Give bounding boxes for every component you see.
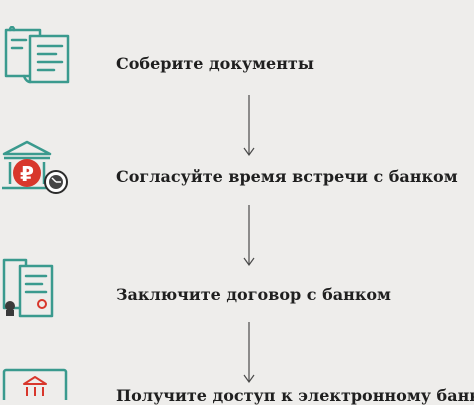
online-bank-icon xyxy=(2,368,68,400)
arrow-down-icon xyxy=(243,95,255,157)
bank-clock-icon: ₽ xyxy=(2,140,68,194)
ruble-glyph: ₽ xyxy=(20,162,34,186)
step-1-label: Соберите документы xyxy=(116,54,314,73)
contract-stamp-icon xyxy=(2,258,54,318)
step-3-label: Заключите договор с банком xyxy=(116,285,391,304)
step-2-label: Согласуйте время встречи с банком xyxy=(116,167,458,186)
step-4-label: Получите доступ к электронному банку xyxy=(116,386,474,405)
arrow-down-icon xyxy=(243,322,255,384)
arrow-down-icon xyxy=(243,205,255,267)
documents-icon xyxy=(4,26,70,84)
